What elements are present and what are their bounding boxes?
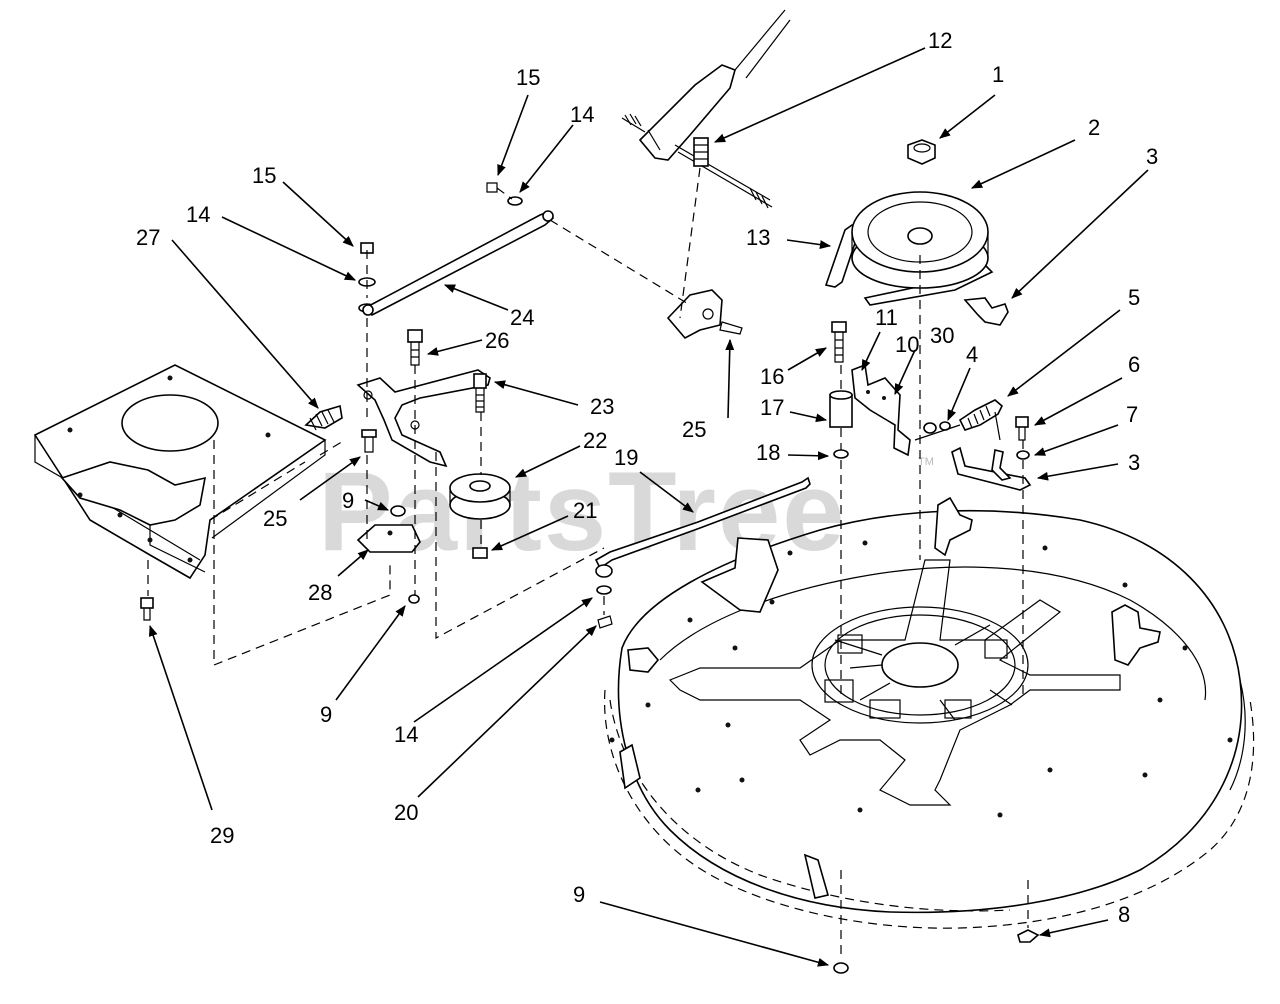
callout-18: 18 — [756, 440, 780, 465]
callout-1: 1 — [992, 62, 1004, 87]
callout-12: 12 — [928, 28, 952, 53]
callout-15: 15 — [252, 163, 276, 188]
callout-3: 3 — [1128, 450, 1140, 475]
deck-tab-bottom — [803, 853, 830, 899]
callout-14: 14 — [570, 102, 594, 127]
assembly-lines — [147, 167, 1029, 960]
callout-23: 23 — [590, 394, 614, 419]
callout-29: 29 — [210, 823, 234, 848]
callout-4: 4 — [966, 342, 978, 367]
hanger-plate-assembly — [33, 364, 327, 580]
callout-19: 19 — [614, 445, 638, 470]
callout-6: 6 — [1128, 352, 1140, 377]
callout-5: 5 — [1128, 285, 1140, 310]
callout-25: 25 — [263, 506, 287, 531]
lift-linkage — [594, 9, 811, 578]
deck-holes — [609, 540, 1233, 818]
callout-13: 13 — [746, 225, 770, 250]
callout-30: 30 — [930, 323, 954, 348]
callout-9: 9 — [342, 488, 354, 513]
callout-26: 26 — [485, 328, 509, 353]
callout-25: 25 — [682, 417, 706, 442]
callout-22: 22 — [583, 428, 607, 453]
callout-16: 16 — [760, 364, 784, 389]
callout-11: 11 — [875, 305, 898, 330]
callout-7: 7 — [1126, 402, 1138, 427]
callout-28: 28 — [308, 580, 332, 605]
callout-17: 17 — [760, 395, 784, 420]
callout-14: 14 — [394, 722, 418, 747]
deck-bracket-top — [934, 496, 973, 557]
callout-9: 9 — [573, 882, 585, 907]
callout-10: 10 — [895, 332, 919, 357]
callout-9: 9 — [320, 702, 332, 727]
idler-arm-assembly — [140, 182, 613, 629]
deck-tab-left — [619, 743, 641, 790]
leader-lines — [148, 47, 1149, 967]
callout-labels: 1 2 3 3 4 5 6 7 8 9 9 9 10 11 12 13 14 1… — [136, 28, 1158, 927]
callout-14: 14 — [186, 202, 210, 227]
deck-bracket-right — [1111, 604, 1161, 666]
callout-2: 2 — [1088, 115, 1100, 140]
deck-stop — [627, 647, 660, 673]
callout-20: 20 — [394, 800, 418, 825]
callout-3: 3 — [1146, 144, 1158, 169]
deck-baffle — [700, 537, 779, 613]
callout-27: 27 — [136, 225, 160, 250]
callout-21: 21 — [573, 498, 597, 523]
callout-24: 24 — [510, 305, 534, 330]
mower-deck — [603, 496, 1255, 929]
watermark-trademark: TM — [918, 456, 934, 468]
spindle-assembly — [824, 139, 1040, 974]
callout-15: 15 — [516, 65, 540, 90]
callout-8: 8 — [1118, 902, 1130, 927]
